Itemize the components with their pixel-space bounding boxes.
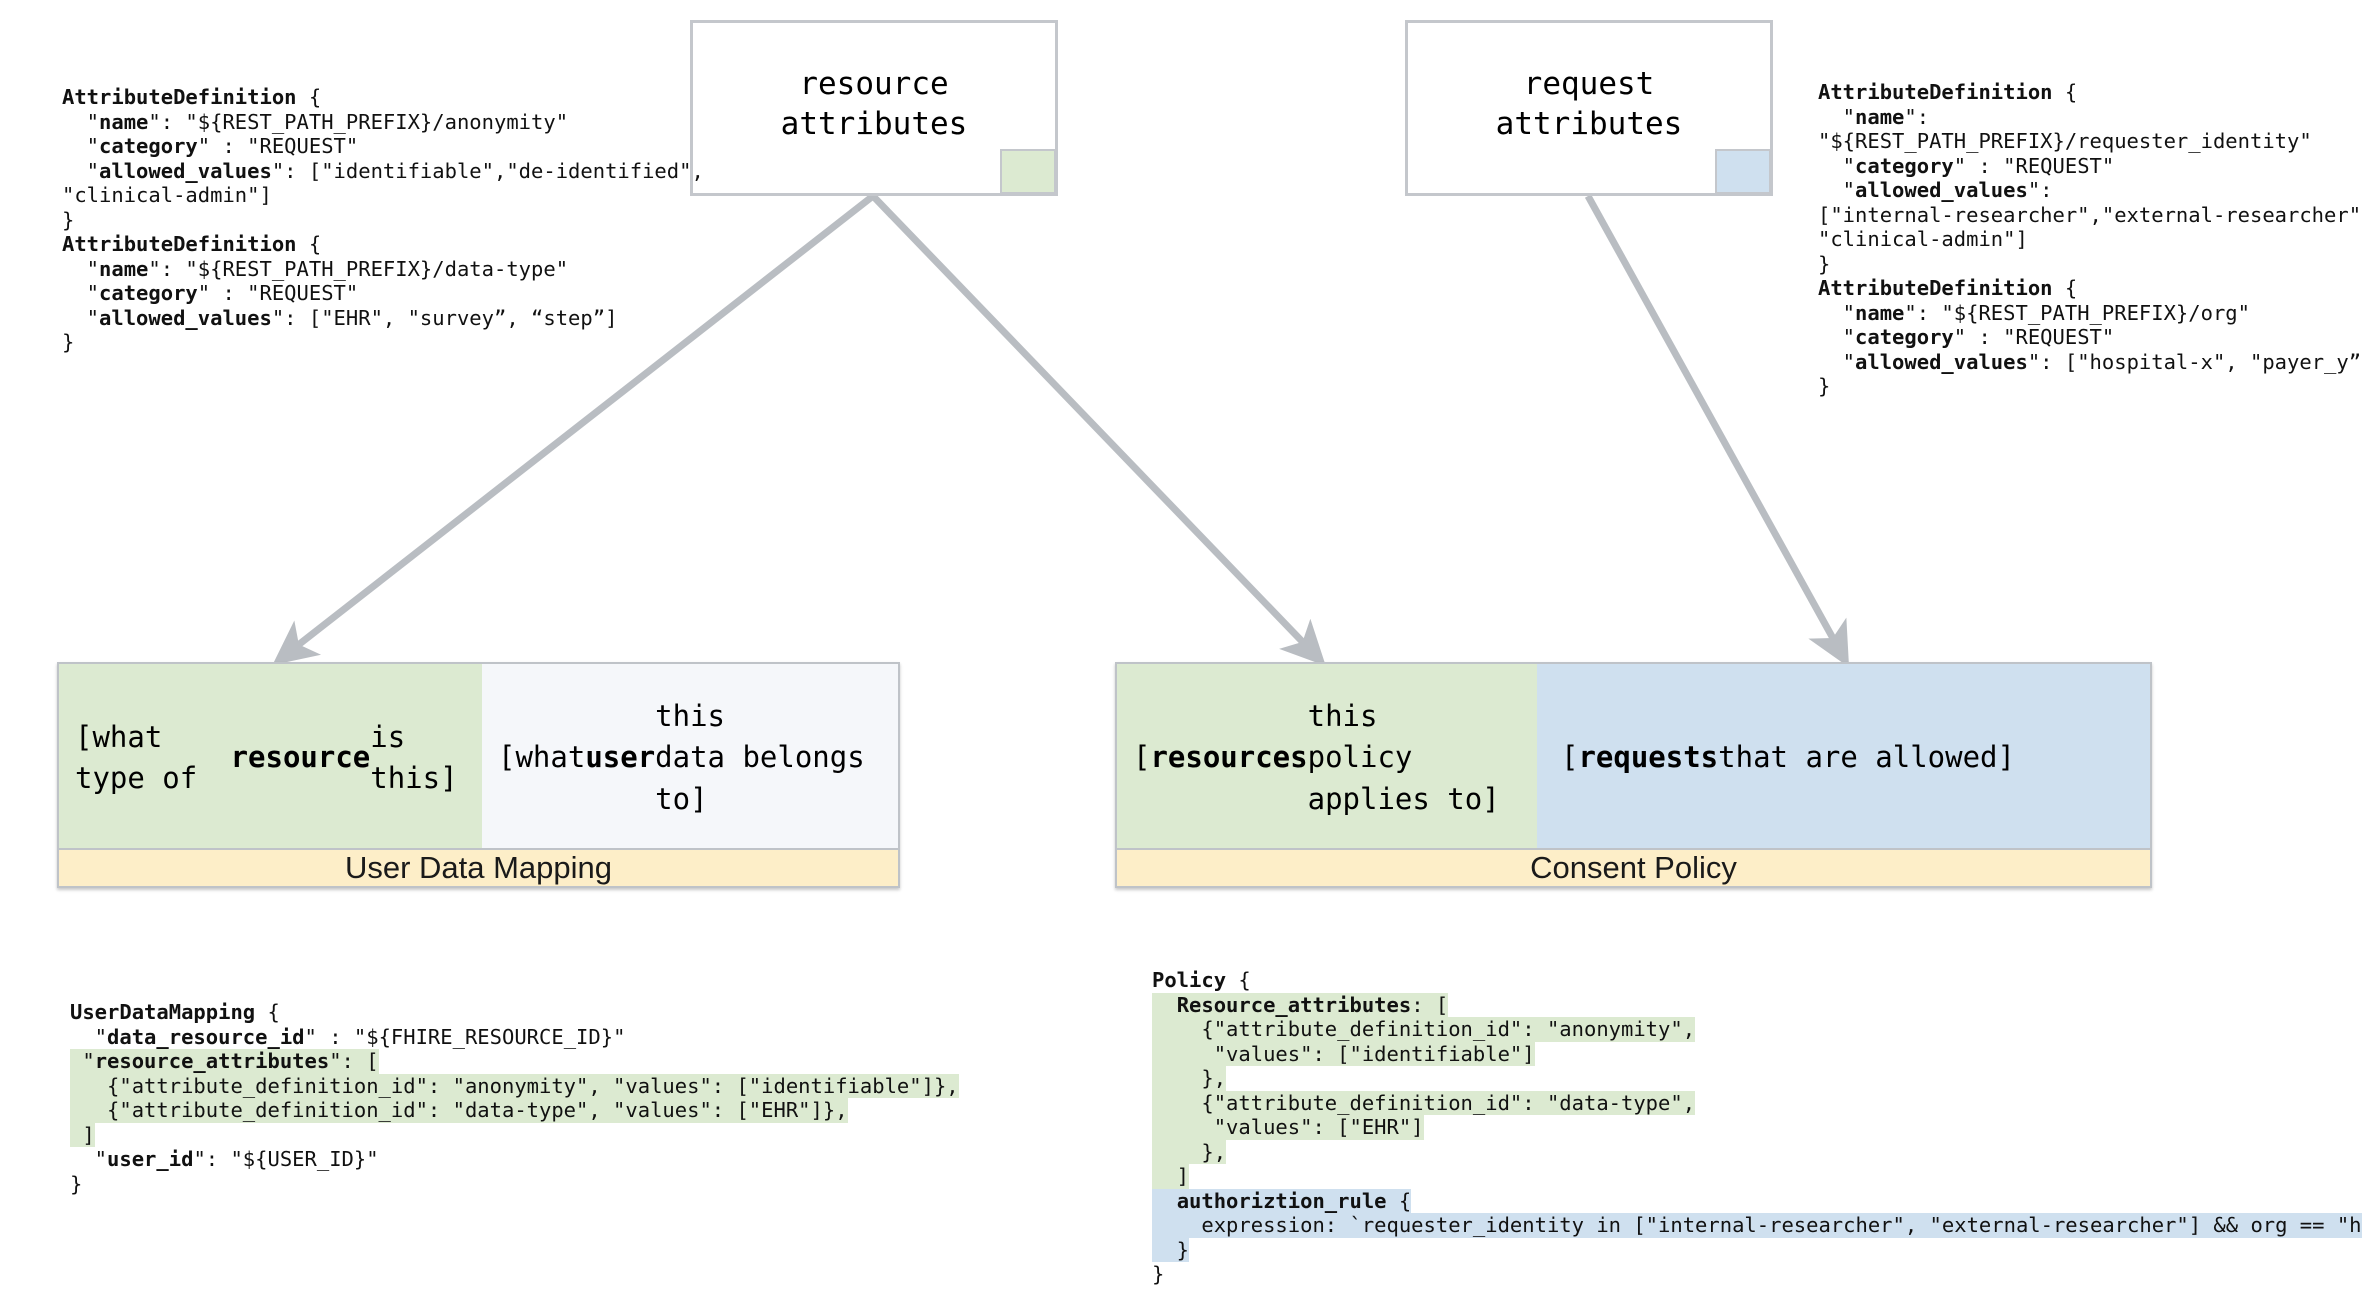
code-line: "allowed_values": — [1818, 178, 2053, 202]
code-line: "resource_attributes": [ — [70, 1049, 379, 1074]
code-line: AttributeDefinition { — [62, 232, 322, 256]
code-line: ] — [70, 1122, 95, 1147]
request-attributes-color-swatch — [1715, 149, 1771, 194]
code-line: "clinical-admin"] — [62, 183, 272, 207]
code-line: ] — [1152, 1164, 1190, 1189]
code-line: "name": — [1818, 104, 1930, 129]
code-line: "values": ["identifiable"] — [1152, 1041, 1535, 1066]
consent-policy-box[interactable]: [resources this policy applies to] [requ… — [1115, 662, 2152, 888]
code-line: {"attribute_definition_id": "data-type", — [1152, 1090, 1696, 1115]
user-data-mapping-box[interactable]: [what type of resource is this] [what us… — [57, 662, 900, 888]
code-line: } — [1818, 251, 1831, 276]
code-line: AttributeDefinition { — [62, 85, 322, 109]
code-line: "category" : "REQUEST" — [62, 281, 359, 305]
user-data-mapping-resource-cell[interactable]: [what type of resource is this] — [59, 664, 482, 852]
consent-policy-requests-cell[interactable]: [requests that are allowed] — [1537, 664, 2150, 852]
code-line: "category" : "REQUEST" — [1818, 153, 2115, 178]
resource-attrs-to-policy-resource-cell — [870, 193, 1326, 667]
code-line: } — [1818, 374, 1831, 398]
right-attribute-definitions-code: AttributeDefinition { "name":"${REST_PAT… — [1818, 80, 2362, 399]
code-line: "data_resource_id" : "${FHIRE_RESOURCE_I… — [70, 1024, 626, 1049]
request-attributes-label: request attributes — [1495, 66, 1683, 142]
resource-attributes-color-swatch — [1000, 149, 1056, 194]
user-data-mapping-code: UserDataMapping { "data_resource_id" : "… — [70, 1000, 959, 1196]
code-line: "category" : "REQUEST" — [62, 134, 359, 158]
code-line: }, — [1152, 1139, 1227, 1164]
code-line: expression: `requester_identity in ["int… — [1152, 1213, 2362, 1238]
code-line: "allowed_values": ["EHR", "survey”, “ste… — [62, 305, 618, 330]
code-line: Policy { — [1152, 968, 1251, 992]
code-line: "clinical-admin"] — [1818, 227, 2028, 251]
code-line: "name": "${REST_PATH_PREFIX}/data-type" — [62, 256, 569, 281]
user-data-mapping-body: [what type of resource is this] [what us… — [57, 662, 900, 852]
consent-policy-footer-label: Consent Policy — [1115, 848, 2152, 888]
code-line: "category" : "REQUEST" — [1818, 325, 2115, 349]
resource-attributes-box[interactable]: resource attributes — [690, 20, 1058, 196]
code-line: "allowed_values": ["hospital-x", "payer_… — [1818, 349, 2362, 374]
code-line: } — [62, 207, 75, 232]
request-attributes-box[interactable]: request attributes — [1405, 20, 1773, 196]
code-line: {"attribute_definition_id": "anonymity", — [1152, 1017, 1696, 1042]
code-line: } — [1152, 1237, 1190, 1262]
code-line: Resource_attributes: [ — [1152, 992, 1449, 1017]
code-line: "${REST_PATH_PREFIX}/requester_identity" — [1818, 129, 2312, 153]
user-data-mapping-user-cell[interactable]: [what user this data belongs to] — [482, 664, 898, 852]
code-line: } — [70, 1171, 83, 1196]
consent-policy-resources-cell[interactable]: [resources this policy applies to] — [1117, 664, 1537, 852]
consent-policy-body: [resources this policy applies to] [requ… — [1115, 662, 2152, 852]
policy-code: Policy { Resource_attributes: [ {"attrib… — [1152, 968, 2362, 1287]
code-line: {"attribute_definition_id": "anonymity",… — [70, 1073, 959, 1098]
code-line: "values": ["EHR"] — [1152, 1115, 1424, 1140]
code-line: "name": "${REST_PATH_PREFIX}/anonymity" — [62, 109, 569, 134]
code-line: ["internal-researcher","external-researc… — [1818, 202, 2362, 227]
code-line: UserDataMapping { — [70, 1000, 280, 1024]
code-line: "name": "${REST_PATH_PREFIX}/org" — [1818, 300, 2250, 325]
code-line: "allowed_values": ["identifiable","de-id… — [62, 158, 704, 183]
code-line: } — [62, 330, 75, 354]
code-line: {"attribute_definition_id": "data-type",… — [70, 1098, 848, 1123]
code-line: }, — [1152, 1066, 1227, 1091]
code-line: AttributeDefinition { — [1818, 276, 2078, 300]
code-line: "user_id": "${USER_ID}" — [70, 1147, 379, 1171]
resource-attributes-label: resource attributes — [780, 66, 968, 142]
code-line: } — [1152, 1262, 1165, 1286]
code-line: AttributeDefinition { — [1818, 80, 2078, 104]
left-attribute-definitions-code: AttributeDefinition { "name": "${REST_PA… — [62, 85, 704, 355]
code-line: authoriztion_rule { — [1152, 1188, 1412, 1213]
user-data-mapping-footer-label: User Data Mapping — [57, 848, 900, 888]
request-attrs-to-policy-requests-cell — [1584, 194, 1850, 668]
